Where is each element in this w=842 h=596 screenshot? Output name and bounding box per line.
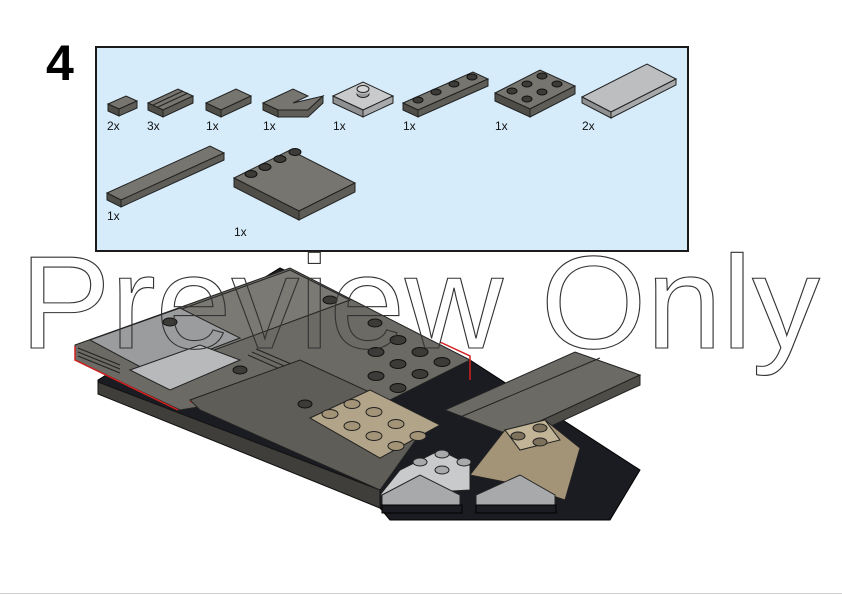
part-tile-1x1 <box>106 95 139 117</box>
part-plate-2x3 <box>493 69 577 118</box>
qty-label: 1x <box>403 119 416 133</box>
footer-divider <box>0 593 842 594</box>
qty-label: 3x <box>147 119 160 133</box>
step-number: 4 <box>46 35 74 91</box>
part-grille-1x2 <box>146 88 195 118</box>
parts-callout <box>95 46 689 252</box>
part-tile-1x2 <box>204 88 253 118</box>
part-corner-plate-2x2 <box>261 88 325 118</box>
part-plate-4x4 <box>232 148 357 221</box>
part-tile-2x4 <box>580 63 678 119</box>
qty-label: 1x <box>206 119 219 133</box>
qty-label: 1x <box>107 209 120 223</box>
qty-label: 2x <box>107 119 120 133</box>
qty-label: 2x <box>582 119 595 133</box>
qty-label: 1x <box>333 119 346 133</box>
part-jumper-plate-2x2 <box>331 81 395 118</box>
qty-label: 1x <box>263 119 276 133</box>
qty-label: 1x <box>234 225 247 239</box>
qty-label: 1x <box>495 119 508 133</box>
part-tile-1x8 <box>105 145 226 208</box>
part-plate-1x4 <box>401 71 490 118</box>
